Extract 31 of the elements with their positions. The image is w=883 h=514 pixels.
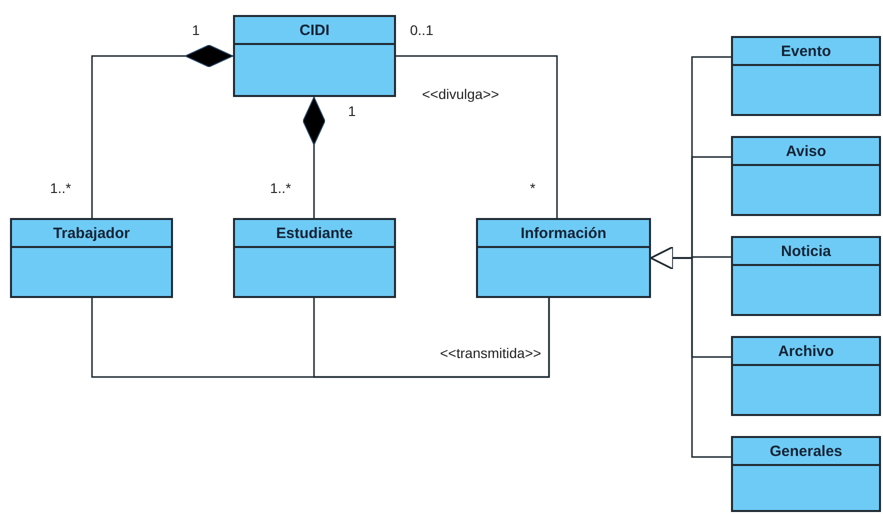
multiplicity-label: 1	[348, 103, 356, 119]
class-name: Información	[520, 224, 606, 242]
class-name: Estudiante	[276, 224, 353, 242]
class-name: Generales	[770, 442, 842, 460]
multiplicity-label: *	[530, 180, 536, 196]
class-box	[731, 336, 881, 416]
class-box	[731, 236, 881, 316]
class-name: Archivo	[778, 342, 834, 360]
multiplicity-label: 1..*	[50, 180, 72, 196]
class-name: Trabajador	[53, 224, 130, 242]
class-box	[731, 136, 881, 216]
composition-line	[91, 44, 234, 218]
class-box	[233, 15, 396, 97]
composition-line	[302, 96, 326, 218]
class-box	[233, 218, 396, 298]
class-box	[10, 218, 173, 298]
class-name: Evento	[780, 42, 831, 60]
multiplicity-label: 0..1	[410, 22, 434, 38]
generalization-arrow	[650, 246, 731, 458]
class-box	[731, 36, 881, 116]
class-name: Aviso	[786, 142, 826, 160]
association-line	[313, 298, 550, 378]
class-name: Noticia	[780, 242, 831, 260]
class-name: CIDI	[300, 22, 330, 38]
edge-label: <<transmitida>>	[438, 345, 544, 361]
class-box	[731, 436, 881, 512]
association-line	[396, 55, 558, 218]
multiplicity-label: 1	[192, 22, 200, 38]
edge-label: <<divulga>>	[420, 86, 502, 102]
multiplicity-label: 1..*	[270, 180, 292, 196]
class-box	[476, 218, 651, 298]
